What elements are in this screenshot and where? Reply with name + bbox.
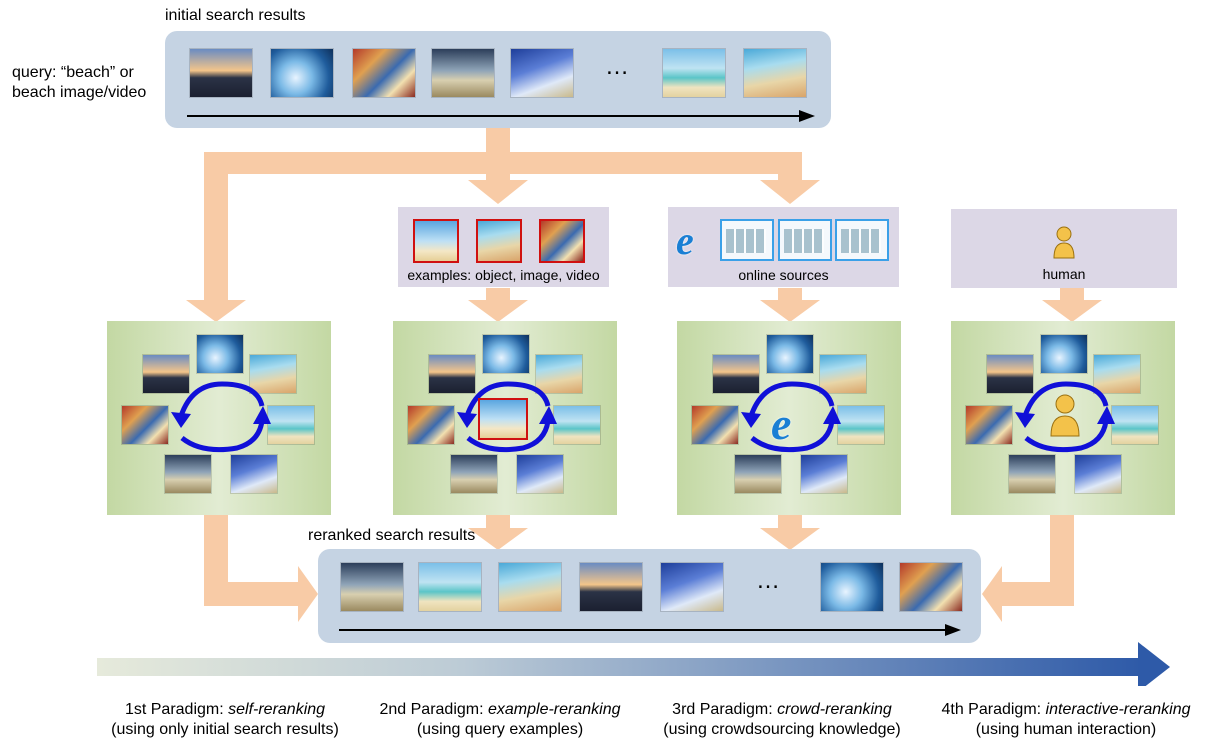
paradigm-1-caption: 1st Paradigm: self-reranking (using only… [96,700,354,740]
ie-logo-icon: e [676,218,694,263]
cycle-thumb [250,355,296,393]
human-box: human [951,209,1177,288]
example-image[interactable] [539,219,585,263]
paradigm-3-prefix: 3rd Paradigm: [672,701,778,718]
cycle-thumb [1094,355,1140,393]
web-page-thumb [778,219,832,261]
result-thumb[interactable] [661,563,723,611]
initial-results-title: initial search results [165,7,306,24]
result-thumb[interactable] [511,49,573,97]
query-line-1: query: “beach” or [12,64,134,81]
paradigm-4-name: interactive-reranking [1045,701,1191,718]
cycle-thumb [143,355,189,393]
result-thumb[interactable] [580,563,642,611]
initial-results-panel: … [165,31,831,128]
result-thumb[interactable] [419,563,481,611]
paradigm-4-prefix: 4th Paradigm: [941,701,1046,718]
cycle-thumb [692,406,738,444]
query-line-2: beach image/video [12,84,147,101]
online-sources-box: e online sources [668,207,899,287]
result-thumb[interactable] [432,49,494,97]
example-image[interactable] [413,219,459,263]
paradigm-1-name: self-reranking [228,701,326,718]
cycle-thumb [987,355,1033,393]
human-icon [1053,226,1075,259]
example-image[interactable] [476,219,522,263]
cycle-thumb [735,455,781,493]
paradigm-1-desc: (using only initial search results) [111,721,339,738]
paradigm-gradient-arrow [97,642,1170,686]
web-page-thumb [835,219,889,261]
cycle-thumb [122,406,168,444]
human-label: human [1042,266,1086,282]
cycle-thumb [197,335,243,373]
ellipsis: … [756,567,782,594]
cycle-thumb [408,406,454,444]
query-label: query: “beach” or beach image/video [12,63,146,103]
cycle-thumb [838,406,884,444]
cycle-thumb [966,406,1012,444]
paradigm-2-prefix: 2nd Paradigm: [379,701,488,718]
cycle-thumb [801,455,847,493]
reranked-results-title: reranked search results [308,527,476,544]
cycle-thumb [1112,406,1158,444]
self-reranking-panel [107,321,331,515]
cycle-thumb [1009,455,1055,493]
cycle-thumb [820,355,866,393]
result-thumb[interactable] [341,563,403,611]
cycle-thumb [1075,455,1121,493]
cycle-thumb [165,455,211,493]
ellipsis: … [605,53,631,80]
paradigm-2-name: example-reranking [488,701,621,718]
cycle-thumb [451,455,497,493]
cycle-arrows-icon [741,381,841,453]
paradigm-3-caption: 3rd Paradigm: crowd-reranking (using cro… [648,700,916,740]
cycle-thumb [517,455,563,493]
result-thumb[interactable] [190,49,252,97]
examples-label: examples: object, image, video [407,267,600,283]
query-example-image [478,398,528,440]
online-sources-label: online sources [738,267,829,283]
paradigm-4-caption: 4th Paradigm: interactive-reranking (usi… [926,700,1206,740]
crowd-reranking-panel: e [677,321,901,515]
result-thumb[interactable] [744,49,806,97]
rank-axis-arrow [187,110,815,122]
ie-logo-icon: e [771,398,792,449]
rank-axis-arrow [339,624,961,636]
paradigm-3-name: crowd-reranking [777,701,892,718]
cycle-thumb [554,406,600,444]
result-thumb[interactable] [499,563,561,611]
paradigm-4-desc: (using human interaction) [975,721,1157,738]
web-page-thumb [720,219,774,261]
result-thumb[interactable] [663,49,725,97]
cycle-thumb [536,355,582,393]
cycle-thumb [483,335,529,373]
human-icon [1050,394,1080,437]
cycle-arrows-icon [171,381,271,453]
cycle-thumb [231,455,277,493]
cycle-thumb [429,355,475,393]
paradigm-2-desc: (using query examples) [416,721,584,738]
cycle-thumb [713,355,759,393]
paradigm-2-caption: 2nd Paradigm: example-reranking (using q… [368,700,632,740]
result-thumb[interactable] [900,563,962,611]
interactive-reranking-panel [951,321,1175,515]
result-thumb[interactable] [271,49,333,97]
paradigm-1-prefix: 1st Paradigm: [124,701,229,718]
paradigm-3-desc: (using crowdsourcing knowledge) [663,721,901,738]
cycle-thumb [767,335,813,373]
example-reranking-panel [393,321,617,515]
cycle-arrows-icon [457,381,557,453]
examples-box: examples: object, image, video [398,207,609,287]
cycle-arrows-icon [1015,381,1115,453]
result-thumb[interactable] [821,563,883,611]
cycle-thumb [1041,335,1087,373]
result-thumb[interactable] [353,49,415,97]
reranked-results-panel: … [318,549,981,643]
cycle-thumb [268,406,314,444]
